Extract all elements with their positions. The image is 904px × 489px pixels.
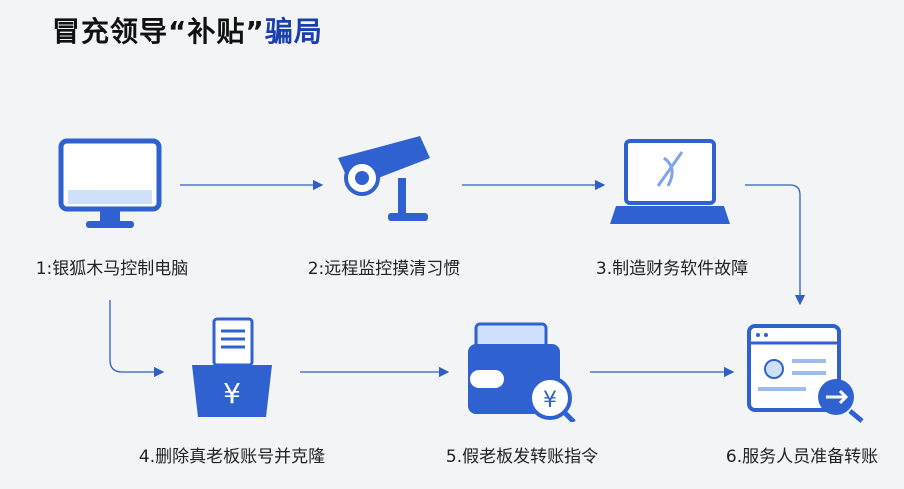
title-highlight: 骗局 <box>264 15 323 48</box>
step-1-label: 1:银狐木马控制电脑 <box>35 259 189 279</box>
step-6-label: 6.服务人员准备转账 <box>725 447 879 467</box>
computer-monitor-icon <box>58 138 162 228</box>
arrow-3-6 <box>745 184 806 306</box>
title-main: 冒充领导“补贴” <box>52 15 265 48</box>
wallet-yuan-icon: ¥ <box>468 322 576 422</box>
step-5-label: 5.假老板发转账指令 <box>445 447 599 467</box>
security-camera-icon <box>338 136 430 221</box>
page-title: 冒充领导“补贴”骗局 <box>52 10 323 50</box>
step-3-label: 3.制造财务软件故障 <box>595 259 749 279</box>
svg-text:¥: ¥ <box>543 388 557 413</box>
profile-transfer-icon <box>747 324 864 423</box>
arrow-1-4 <box>109 300 165 378</box>
laptop-icon <box>610 139 730 224</box>
money-bag-yuan-icon: ¥ <box>192 317 272 417</box>
step-4-label: 4.删除真老板账号并克隆 <box>138 447 326 467</box>
svg-text:¥: ¥ <box>223 377 241 410</box>
step-2-label: 2:远程监控摸清习惯 <box>307 259 461 279</box>
